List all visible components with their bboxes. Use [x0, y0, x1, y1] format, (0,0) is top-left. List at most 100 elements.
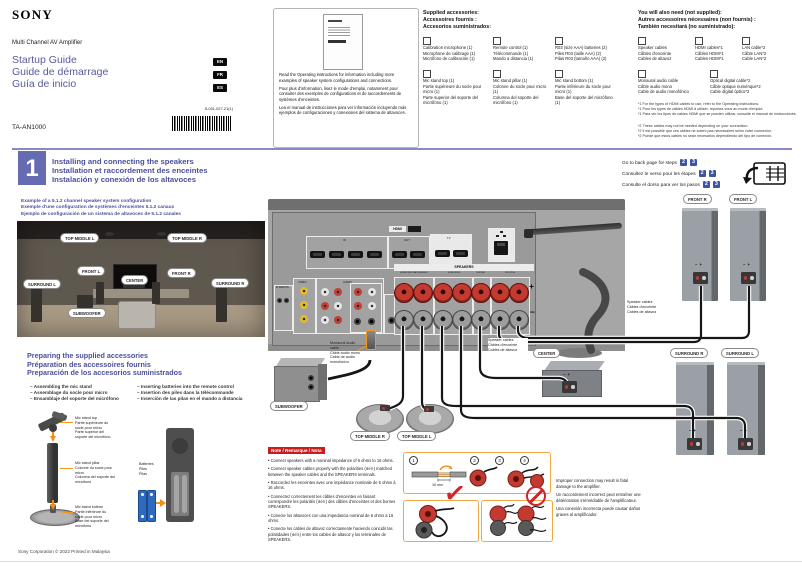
also-need-heading-fr: Autres accessoires nécessaires (non four… — [638, 16, 756, 23]
front-r-speaker — [682, 208, 718, 301]
lan-port — [494, 241, 508, 255]
battery-terminal — [140, 493, 144, 496]
preparing-heading-en: Preparing the supplied accessories — [27, 351, 149, 360]
hdmi-port — [410, 251, 425, 258]
mic-stand-pillar-part — [47, 443, 58, 503]
room-label-surround-l: SURROUND L — [23, 279, 61, 289]
subwoofer-front — [274, 366, 320, 402]
speaker-terminal-minus — [471, 310, 491, 330]
hdmi-port — [329, 251, 344, 258]
item-line: Câbles HDMI*1 — [695, 50, 724, 56]
hdmi-out-label: OUT — [404, 238, 410, 242]
network-node — [496, 234, 499, 237]
item-line: Câble audio mono — [638, 83, 672, 89]
hdmi-tv-label: TV — [447, 236, 451, 240]
example-heading-fr: Exemple d'une configuration de systèmes … — [21, 205, 175, 211]
inserting-list: – Inserting batteries into the remote co… — [137, 384, 255, 402]
speaker-terminal-minus — [490, 310, 510, 330]
polarity-marks: −+ — [563, 372, 572, 377]
note-bullet: • Connect speakers with a nominal impeda… — [268, 458, 394, 463]
item-line: Monaural audio cable — [638, 78, 679, 83]
hdmi-port — [435, 250, 450, 257]
preparing-heading: Preparing the supplied accessories Prépa… — [27, 351, 182, 378]
remote-battery-compartment — [171, 472, 189, 516]
front-r-terminal-plate — [693, 272, 708, 284]
video-label: VIDEO — [298, 280, 307, 284]
prohibition-bar — [528, 488, 544, 504]
amplifier-foot — [556, 348, 602, 358]
item-line: Mic stand pillar (1) — [493, 78, 528, 83]
footnote-line: *2 Il est possible que ces câbles ne soi… — [638, 128, 773, 133]
improper-warning: Improper connection may result in fatal … — [556, 478, 644, 517]
batteries-label-es: Pilas — [139, 471, 147, 476]
mic-bottom-label-es: Base del soporte del micrófono — [75, 519, 109, 529]
footnote-line: *2 These cables may not be needed depend… — [638, 124, 749, 128]
item-line: Câble optique numérique*2 — [710, 83, 761, 89]
supplied-heading-fr: Accessoires fournis : — [423, 16, 477, 23]
step1-heading-es: Instalación y conexión de los altavoces — [52, 174, 196, 184]
insert-arrow-icon — [160, 499, 166, 507]
speaker-terminal-plus — [490, 283, 510, 303]
room-label-top-middle-r: TOP MIDDLE R — [167, 233, 207, 243]
polarity-marks: −+ — [740, 428, 749, 433]
checkbox — [638, 37, 646, 45]
label-front-l: FRONT L — [729, 194, 758, 204]
read-note-es: Lea el manual de instrucciones para ver … — [279, 104, 407, 116]
supplied-heading: Supplied accessories: Accessoires fourni… — [423, 10, 573, 30]
step-circle-1: 1 — [409, 456, 418, 465]
preout-jack — [354, 288, 362, 296]
prohibition-icon — [526, 486, 546, 506]
back-page-text-en: Go to back page for steps — [622, 160, 677, 166]
title-en: Startup Guide — [12, 54, 77, 66]
step1-heading-en: Installing and connecting the speakers — [52, 157, 194, 166]
assembly-arrow-icon — [49, 504, 56, 510]
audio-jack — [321, 316, 329, 324]
monaural-cable-label: Monaural audio cable Câble audio mono Ca… — [330, 341, 364, 365]
center-terminal-plate — [562, 381, 577, 393]
item-line: Speaker cables — [638, 45, 667, 50]
step-3-badge: 3 — [708, 170, 716, 177]
also-need-heading-en: You will also need (not supplied): — [638, 10, 722, 16]
item-line: Micrófono de calibración (1) — [423, 56, 475, 62]
also-need-heading-es: También necesitará (no suministrado): — [638, 23, 736, 30]
item-line: Cables HDMI*1 — [695, 56, 724, 62]
step-3-badge: 3 — [712, 181, 720, 188]
note-bullets: • Connect speakers with a nominal impeda… — [268, 458, 400, 545]
batteries-label-fr: Piles — [139, 466, 147, 471]
ir-remote-box: IR REMOTE — [274, 285, 293, 331]
incorrect-connection-box — [481, 500, 553, 542]
hdmi-out-box: OUT — [388, 236, 430, 269]
hdmi-port — [348, 251, 363, 258]
hdmi-tv-box: TV — [430, 234, 472, 269]
speaker-terminal-plus — [433, 283, 453, 303]
audio-jack — [321, 288, 329, 296]
monaural-label-en: Monaural audio cable — [330, 341, 356, 350]
preparing-heading-fr: Préparation des accessoires fournis — [27, 359, 151, 369]
item-line: Câbles d'enceinte — [638, 50, 672, 56]
label-top-middle-r: TOP MIDDLE R — [350, 431, 390, 441]
terminal-group-label: SURROUND — [447, 272, 461, 274]
room-speaker-surround-r — [216, 288, 227, 322]
room-label-top-middle-l: TOP MIDDLE L — [60, 233, 100, 243]
plus-mark: + — [747, 262, 752, 267]
checkbox — [695, 37, 703, 45]
plus-mark: + — [693, 428, 698, 433]
item-line: Columna del soporte del micrófono (1) — [493, 94, 539, 106]
step1-heading-fr: Installation et raccordement des enceint… — [52, 165, 208, 175]
room-subwoofer — [77, 295, 93, 308]
footnote-line: *1 Pour les types de câbles HDMI à utili… — [638, 106, 764, 111]
label-subwoofer: SUBWOOFER — [270, 401, 308, 411]
minus-mark: − — [695, 262, 700, 267]
front-l-terminal-plate — [741, 272, 756, 284]
item-line: Optical digital cable*2 — [710, 78, 751, 83]
speaker-terminal-nub — [380, 405, 390, 411]
battery — [147, 490, 156, 522]
room-label-center: CENTER — [121, 275, 149, 285]
improper-fr: Un raccordement incorrect peut entraîner… — [556, 492, 641, 503]
item-line: LAN cable*2 — [742, 45, 766, 50]
room-illustration: TOP MIDDLE L TOP MIDDLE R FRONT L FRONT … — [17, 221, 265, 337]
correct-connection-diagram — [415, 505, 455, 539]
